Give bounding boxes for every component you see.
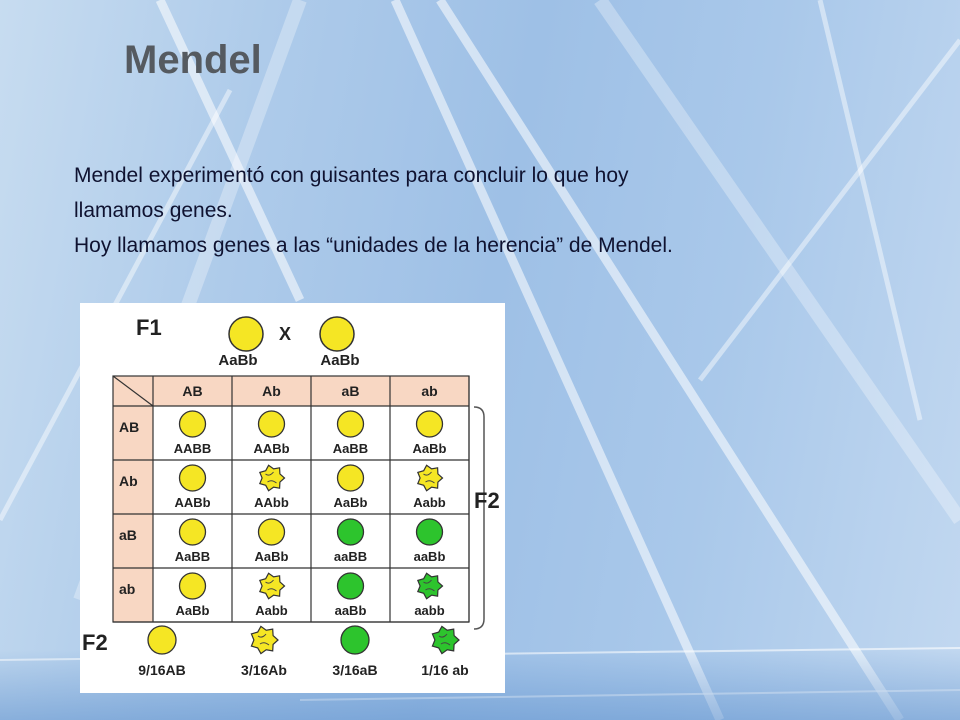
body-line-2: llamamos genes. xyxy=(74,199,233,222)
offspring-genotype: AABb xyxy=(174,495,210,510)
column-gamete-label: AB xyxy=(182,383,202,399)
offspring-pea xyxy=(178,572,207,600)
offspring-genotype: aaBb xyxy=(414,549,446,564)
parent-2-genotype: AaBb xyxy=(320,352,359,369)
phenotype-pea xyxy=(431,625,460,655)
offspring-genotype: AaBB xyxy=(175,549,210,564)
phenotype-ratio: 3/16aB xyxy=(332,662,377,678)
row-gamete-label: aB xyxy=(119,527,137,543)
column-gamete-label: aB xyxy=(342,383,360,399)
f2-bracket-label: F2 xyxy=(474,488,500,513)
offspring-genotype: AaBb xyxy=(334,495,368,510)
offspring-genotype: AaBB xyxy=(333,441,368,456)
row-header-band xyxy=(113,376,153,622)
offspring-pea xyxy=(416,464,444,492)
offspring-genotype: Aabb xyxy=(255,603,288,618)
offspring-pea xyxy=(258,572,286,600)
offspring-pea xyxy=(178,464,207,492)
offspring-pea xyxy=(336,410,365,438)
grid-lines xyxy=(112,375,470,623)
offspring-pea xyxy=(336,518,365,546)
column-gamete-label: ab xyxy=(421,383,437,399)
offspring-genotype: AABb xyxy=(253,441,289,456)
offspring-genotype: AAbb xyxy=(254,495,289,510)
phenotype-pea xyxy=(340,625,370,655)
offspring-pea xyxy=(415,410,444,438)
parent-2-pea xyxy=(319,316,355,352)
offspring-genotype: AABB xyxy=(174,441,212,456)
parent-1-genotype: AaBb xyxy=(218,352,257,369)
slide-title: Mendel xyxy=(124,38,262,82)
phenotype-pea xyxy=(147,625,177,655)
phenotype-pea xyxy=(250,625,279,655)
offspring-genotype: Aabb xyxy=(413,495,446,510)
slide-body: Mendel experimentó con guisantes para co… xyxy=(74,158,894,263)
offspring-genotype: aabb xyxy=(414,603,444,618)
row-gamete-label: AB xyxy=(119,419,139,435)
offspring-genotype: aaBb xyxy=(335,603,367,618)
offspring-pea xyxy=(336,464,365,492)
offspring-genotype: AaBb xyxy=(176,603,210,618)
offspring-genotype: AaBb xyxy=(413,441,447,456)
column-gamete-label: Ab xyxy=(262,383,281,399)
f2-summary-label: F2 xyxy=(82,630,108,655)
offspring-pea xyxy=(336,572,365,600)
offspring-pea xyxy=(258,464,286,492)
column-header-band xyxy=(113,376,469,406)
body-line-3: Hoy llamamos genes a las “unidades de la… xyxy=(74,234,673,257)
row-gamete-label: ab xyxy=(119,581,135,597)
phenotype-ratio: 1/16 ab xyxy=(421,662,468,678)
offspring-genotype: AaBb xyxy=(255,549,289,564)
offspring-pea xyxy=(416,572,444,600)
parent-1-pea xyxy=(228,316,264,352)
corner-diagonal xyxy=(112,375,154,407)
f1-label: F1 xyxy=(136,315,162,340)
body-line-1: Mendel experimentó con guisantes para co… xyxy=(74,164,629,187)
offspring-pea xyxy=(257,410,286,438)
row-gamete-label: Ab xyxy=(119,473,138,489)
phenotype-ratio: 3/16Ab xyxy=(241,662,287,678)
cross-symbol: X xyxy=(279,324,291,344)
offspring-pea xyxy=(257,518,286,546)
offspring-genotype: aaBB xyxy=(334,549,367,564)
phenotype-ratio: 9/16AB xyxy=(138,662,185,678)
offspring-pea xyxy=(178,410,207,438)
f2-bracket xyxy=(473,406,485,630)
offspring-pea xyxy=(415,518,444,546)
offspring-pea xyxy=(178,518,207,546)
